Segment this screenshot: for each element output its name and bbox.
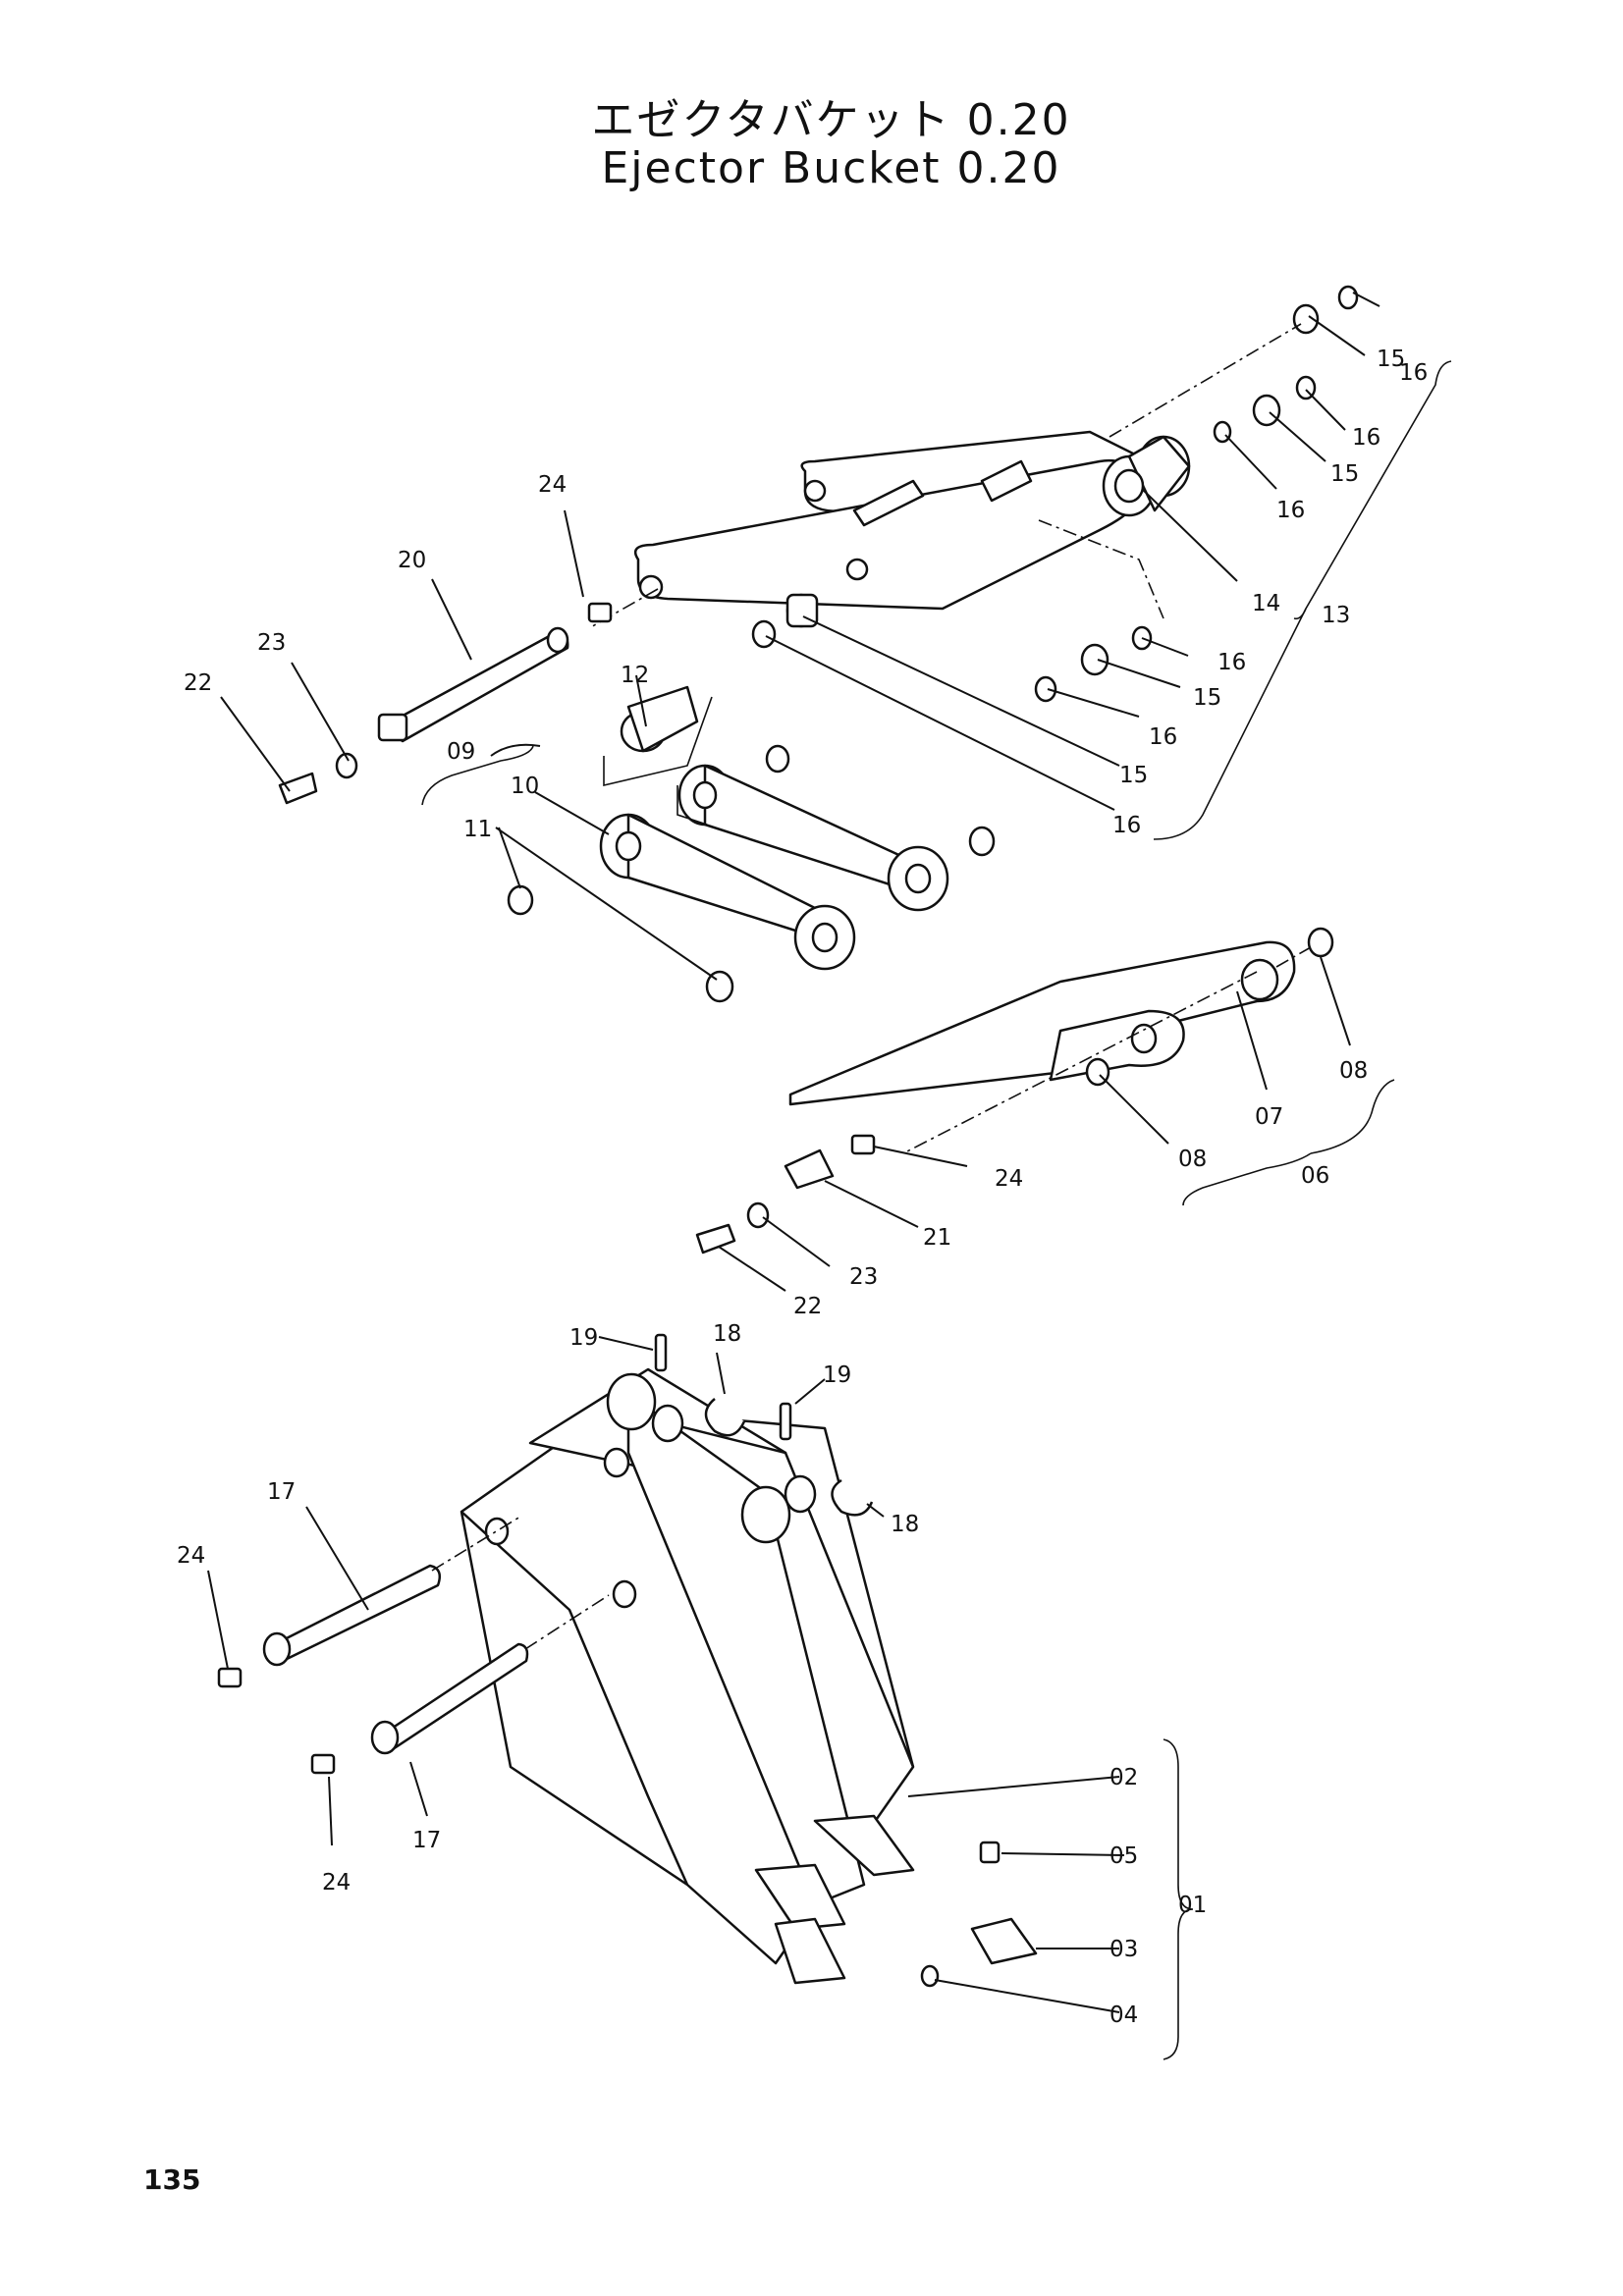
callout-16: 16 [1399, 360, 1428, 386]
callout-08: 08 [1178, 1147, 1207, 1172]
pins-19-snap-rings-18 [651, 1333, 874, 1517]
title-english: Ejector Bucket 0.20 [601, 143, 1061, 193]
callout-24: 24 [177, 1543, 205, 1569]
callout-03: 03 [1109, 1937, 1138, 1962]
callout-04: 04 [1109, 2002, 1138, 2028]
callout-23: 23 [849, 1264, 878, 1290]
callout-15: 15 [1119, 763, 1148, 788]
leader-lines [207, 292, 1452, 2060]
callout-24: 24 [538, 472, 567, 498]
ejector-plate-assembly [788, 927, 1334, 1154]
callout-07: 07 [1255, 1104, 1283, 1130]
callout-02: 02 [1109, 1765, 1138, 1790]
bracket-21-set [695, 1134, 876, 1255]
callout-labels: 16 15 16 15 16 14 13 16 15 16 15 16 24 2… [177, 347, 1428, 2028]
callout-14: 14 [1252, 591, 1280, 616]
ejector-link-assembly [588, 285, 1359, 703]
pin-20-set [278, 602, 613, 805]
callout-13: 13 [1322, 603, 1350, 628]
callout-17: 17 [412, 1828, 441, 1853]
callout-15: 15 [1330, 461, 1359, 487]
callout-24: 24 [995, 1166, 1023, 1192]
callout-15: 15 [1193, 685, 1221, 711]
callout-16: 16 [1217, 650, 1246, 675]
callout-18: 18 [891, 1512, 919, 1537]
callout-12: 12 [621, 663, 649, 688]
link-rod-set [507, 685, 996, 1003]
callout-20: 20 [398, 548, 426, 573]
callout-19: 19 [823, 1362, 851, 1388]
callout-22: 22 [793, 1294, 822, 1319]
callout-22: 22 [184, 670, 212, 696]
callout-19: 19 [569, 1325, 598, 1351]
callout-10: 10 [511, 774, 539, 799]
callout-01: 01 [1178, 1893, 1207, 1918]
callout-17: 17 [267, 1479, 296, 1505]
callout-15: 15 [1377, 347, 1405, 372]
callout-16: 16 [1112, 813, 1141, 838]
callout-16: 16 [1352, 425, 1380, 451]
bucket-pins-17 [217, 1516, 610, 1775]
callout-09: 09 [447, 739, 475, 765]
callout-21: 21 [923, 1225, 951, 1251]
bucket-body [460, 1367, 1038, 1988]
callout-18: 18 [713, 1321, 741, 1347]
callout-05: 05 [1109, 1843, 1138, 1869]
callout-06: 06 [1301, 1163, 1329, 1189]
title-japanese: エゼクタバケット 0.20 [591, 95, 1071, 145]
callout-23: 23 [257, 630, 286, 656]
callout-16: 16 [1276, 498, 1305, 523]
callout-16: 16 [1149, 724, 1177, 750]
callout-24: 24 [322, 1870, 351, 1896]
page-number: 135 [143, 2163, 201, 2196]
callout-11: 11 [463, 817, 492, 842]
callout-08: 08 [1339, 1058, 1368, 1084]
